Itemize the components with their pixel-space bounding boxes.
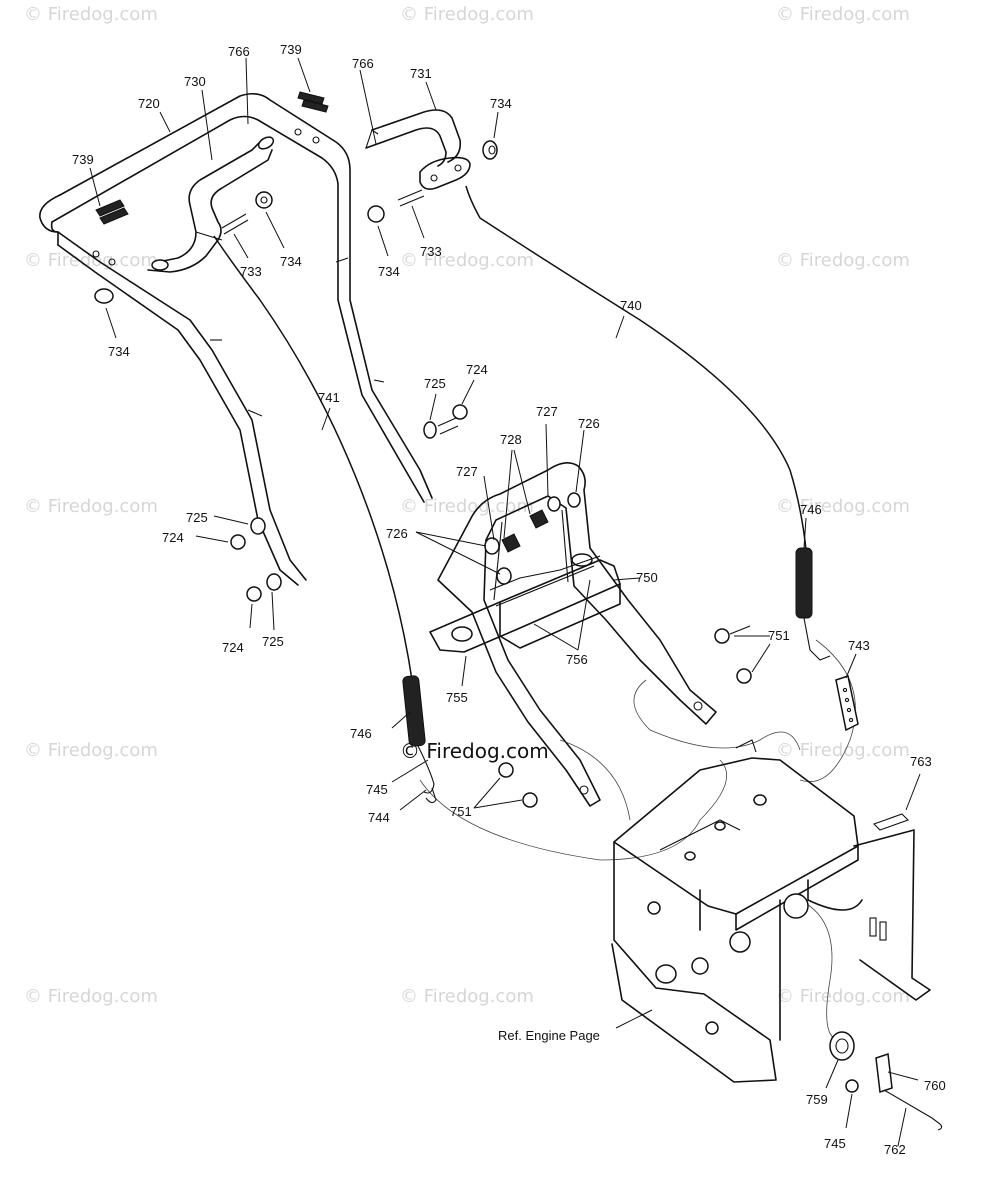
watermark: © Firedog.com (400, 250, 534, 271)
part-label-734: 734 (280, 254, 302, 269)
part-label-745: 745 (824, 1136, 846, 1151)
watermark: © Firedog.com (776, 740, 910, 761)
shift-bracket-750 (429, 492, 621, 653)
pulley-assembly (829, 1031, 943, 1131)
part-label-751: 751 (768, 628, 790, 643)
frame-housing (611, 739, 931, 1083)
part-label-733: 733 (420, 244, 442, 259)
watermark: © Firedog.com (24, 986, 158, 1007)
watermark-layer: © Firedog.com © Firedog.com © Firedog.co… (24, 4, 910, 1007)
springs-746 (402, 547, 831, 794)
watermark: © Firedog.com (24, 496, 158, 517)
link-743 (835, 675, 859, 732)
part-label-733: 733 (240, 264, 262, 279)
control-cables (213, 185, 856, 1041)
part-label-739: 739 (72, 152, 94, 167)
part-label-731: 731 (410, 66, 432, 81)
leader-lines (89, 57, 921, 1147)
part-label-725: 725 (424, 376, 446, 391)
part-label-726: 726 (386, 526, 408, 541)
watermark: © Firedog.com (24, 4, 158, 25)
part-label-728: 728 (500, 432, 522, 447)
part-label-725: 725 (262, 634, 284, 649)
watermark: © Firedog.com (776, 986, 910, 1007)
part-label-755: 755 (446, 690, 468, 705)
part-label-745: 745 (366, 782, 388, 797)
part-labels: 720 730 766 739 766 731 734 739 733 734 … (72, 42, 946, 1157)
part-label-741: 741 (318, 390, 340, 405)
part-label-724: 724 (222, 640, 244, 655)
part-label-720: 720 (138, 96, 160, 111)
part-label-762: 762 (884, 1142, 906, 1157)
part-label-766: 766 (352, 56, 374, 71)
part-label-751: 751 (450, 804, 472, 819)
part-label-743: 743 (848, 638, 870, 653)
part-label-727: 727 (536, 404, 558, 419)
part-label-759: 759 (806, 1092, 828, 1107)
part-label-766: 766 (228, 44, 250, 59)
part-label-763: 763 (910, 754, 932, 769)
part-label-746: 746 (350, 726, 372, 741)
part-label-724: 724 (466, 362, 488, 377)
bail-handle-731 (365, 109, 471, 190)
part-label-744: 744 (368, 810, 390, 825)
part-label-739: 739 (280, 42, 302, 57)
part-label-734: 734 (490, 96, 512, 111)
part-label-734: 734 (378, 264, 400, 279)
watermark: © Firedog.com (24, 250, 158, 271)
part-label-725: 725 (186, 510, 208, 525)
watermark: © Firedog.com (400, 986, 534, 1007)
bail-handle-730 (147, 136, 275, 273)
watermark: © Firedog.com (776, 496, 910, 517)
part-label-726: 726 (578, 416, 600, 431)
lower-handle (437, 462, 717, 807)
part-label-740: 740 (620, 298, 642, 313)
watermark: © Firedog.com (400, 4, 534, 25)
part-label-727: 727 (456, 464, 478, 479)
watermark: © Firedog.com (776, 4, 910, 25)
part-label-734: 734 (108, 344, 130, 359)
bolts (230, 404, 910, 831)
part-label-730: 730 (184, 74, 206, 89)
part-label-750: 750 (636, 570, 658, 585)
part-label-746: 746 (800, 502, 822, 517)
upper-handle-720 (39, 92, 433, 586)
watermark: © Firedog.com (776, 250, 910, 271)
ref-engine-page-label: Ref. Engine Page (498, 1028, 600, 1043)
watermark: © Firedog.com (400, 496, 534, 517)
part-label-756: 756 (566, 652, 588, 667)
decal-739 (95, 91, 329, 225)
hardware-734-733 (94, 140, 498, 304)
watermark: © Firedog.com (24, 740, 158, 761)
part-label-760: 760 (924, 1078, 946, 1093)
part-label-724: 724 (162, 530, 184, 545)
cable-hook-744 (425, 787, 437, 804)
